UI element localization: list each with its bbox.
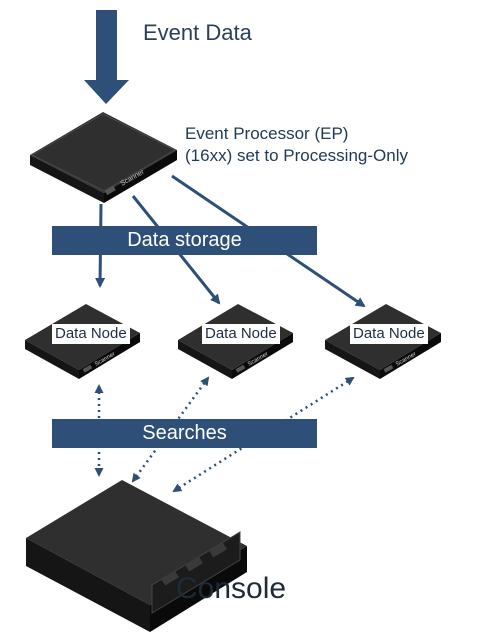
- event-processor-device: Scanner: [30, 112, 177, 203]
- console-label: Console: [176, 572, 287, 605]
- console-device: [26, 480, 247, 632]
- event-processor-label: Event Processor (EP) (16xx) set to Proce…: [185, 123, 408, 167]
- event-data-arrow: [84, 10, 129, 104]
- event-data-label: Event Data: [143, 20, 252, 45]
- data-node-label-1: Data Node: [52, 324, 130, 344]
- ep-label-line-2: (16xx) set to Processing-Only: [185, 146, 408, 165]
- data-node-label-3: Data Node: [350, 324, 428, 344]
- searches-band: Searches: [52, 419, 317, 448]
- data-node-label-2: Data Node: [202, 324, 280, 344]
- data-storage-band: Data storage: [52, 226, 317, 255]
- ep-label-line-1: Event Processor (EP): [185, 124, 349, 143]
